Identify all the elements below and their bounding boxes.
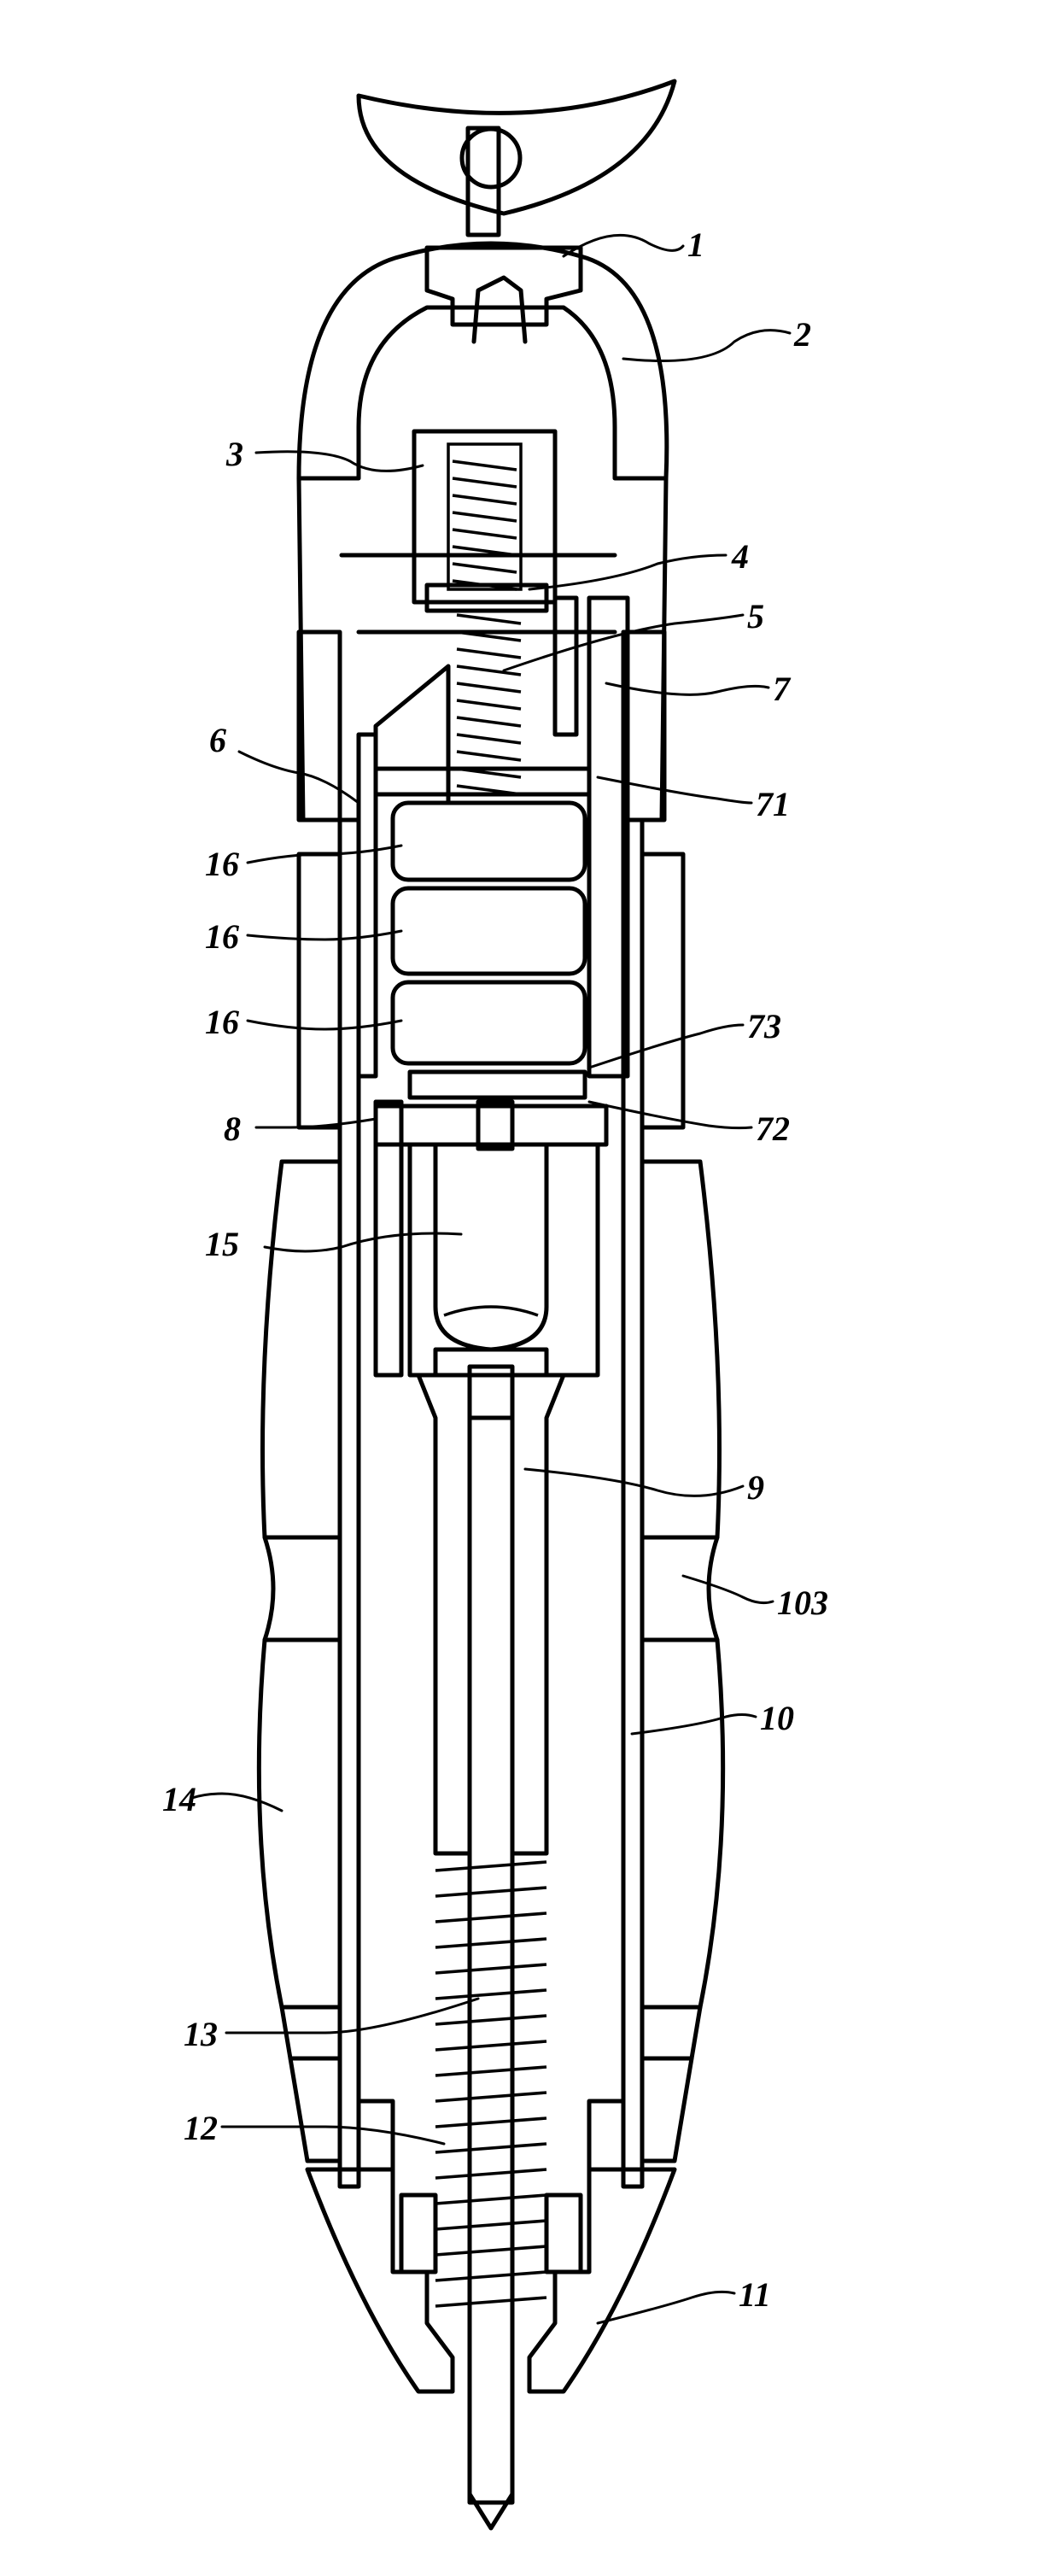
- reference-numerals: 1 2 3 4 5 7 6 71 16 16 16 73 8 72 15 9 1…: [162, 225, 828, 2314]
- needle-carrier: [418, 1367, 564, 2503]
- label-4: 4: [731, 537, 749, 576]
- label-6: 6: [209, 721, 226, 759]
- label-16-a: 16: [205, 845, 239, 883]
- return-spring: [435, 1862, 546, 2306]
- needle-tip: [470, 2392, 512, 2528]
- label-72: 72: [756, 1109, 790, 1148]
- label-14: 14: [162, 1780, 196, 1818]
- main-spring: [376, 598, 576, 803]
- label-7: 7: [773, 670, 792, 708]
- label-16-c: 16: [205, 1003, 239, 1041]
- label-1: 1: [687, 225, 704, 264]
- label-5: 5: [747, 597, 764, 635]
- label-73: 73: [747, 1007, 781, 1045]
- grip-sleeve: [259, 854, 722, 2161]
- label-10: 10: [760, 1699, 794, 1737]
- nose-cone: [307, 2101, 675, 2392]
- contact-plate: [376, 1072, 606, 1149]
- label-16-b: 16: [205, 917, 239, 956]
- label-8: 8: [224, 1109, 241, 1148]
- label-103: 103: [777, 1584, 828, 1622]
- label-9: 9: [747, 1468, 764, 1507]
- clip: [359, 81, 675, 235]
- label-15: 15: [205, 1225, 239, 1263]
- label-71: 71: [756, 785, 790, 823]
- label-13: 13: [184, 2015, 218, 2053]
- label-3: 3: [225, 435, 243, 473]
- spring-housing: [414, 431, 555, 611]
- label-11: 11: [739, 2275, 771, 2314]
- label-12: 12: [184, 2109, 218, 2147]
- label-2: 2: [793, 315, 811, 354]
- led-holder: [410, 1145, 598, 1375]
- battery-cells: [393, 803, 585, 1063]
